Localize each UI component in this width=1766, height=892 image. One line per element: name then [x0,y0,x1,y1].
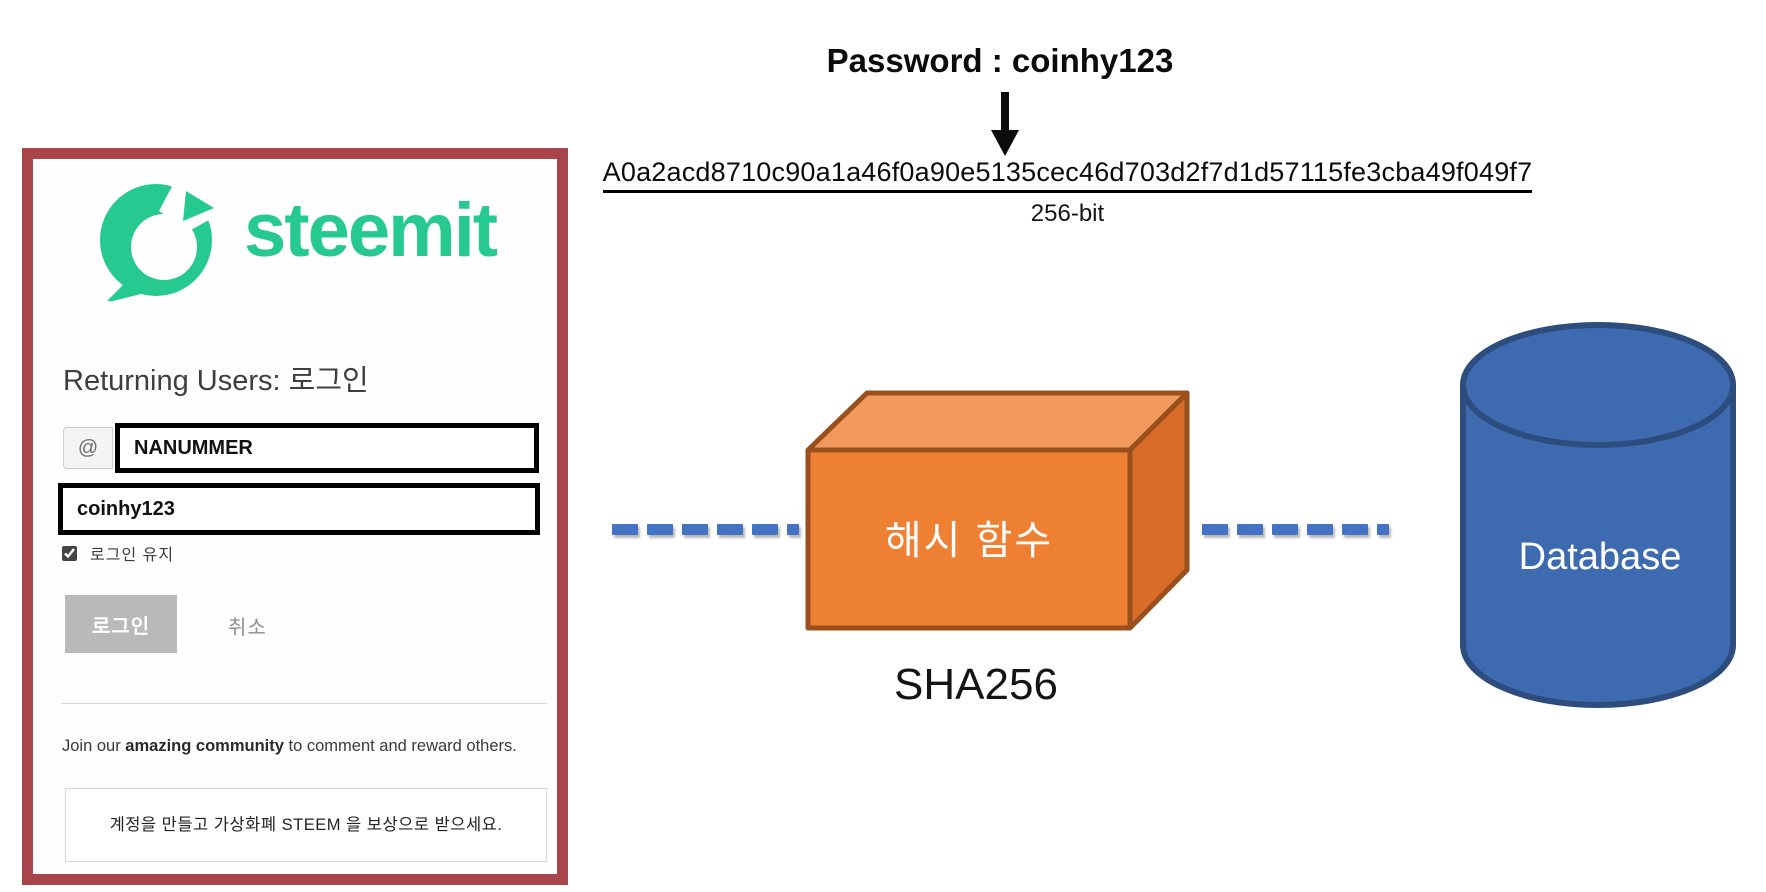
signup-note-text: 계정을 만들고 가상화폐 STEEM 을 보상으로 받으세요. [109,815,503,834]
sha256-label: SHA256 [894,660,1058,709]
join-community-text: Join our amazing community to comment an… [62,737,517,755]
steemit-logo-text: steemit [244,188,498,273]
hash-function-box [805,390,1190,631]
username-input[interactable] [115,423,539,473]
steemit-bubble-icon [100,179,228,301]
login-button[interactable]: 로그인 [65,595,177,653]
bits-label: 256-bit [1030,200,1105,227]
hash-box-label: 해시 함수 [884,519,1054,563]
steemit-logo: steemit [93,179,498,301]
divider [61,703,547,704]
connector-login-to-hash [612,524,799,535]
remember-checkbox[interactable] [62,545,77,561]
connector-hash-to-database [1202,524,1389,535]
down-arrow-icon [991,92,1019,156]
database-label: Database [1518,536,1682,578]
password-label: Password : coinhy123 [826,42,1174,79]
cancel-button[interactable]: 취소 [228,617,267,639]
password-input[interactable] [58,483,540,535]
database-cylinder [1460,322,1736,708]
hash-value: A0a2acd8710c90a1a46f0a90e5135cec46d703d2… [602,157,1533,193]
login-screenshot-panel: steemit Returning Users: 로그인 @ 로그인 유지 로그… [22,148,568,885]
remember-label: 로그인 유지 [90,547,175,564]
signup-note-box: 계정을 만들고 가상화폐 STEEM 을 보상으로 받으세요. [65,788,547,862]
username-at-prefix: @ [63,427,113,469]
login-heading: Returning Users: 로그인 [63,365,369,397]
